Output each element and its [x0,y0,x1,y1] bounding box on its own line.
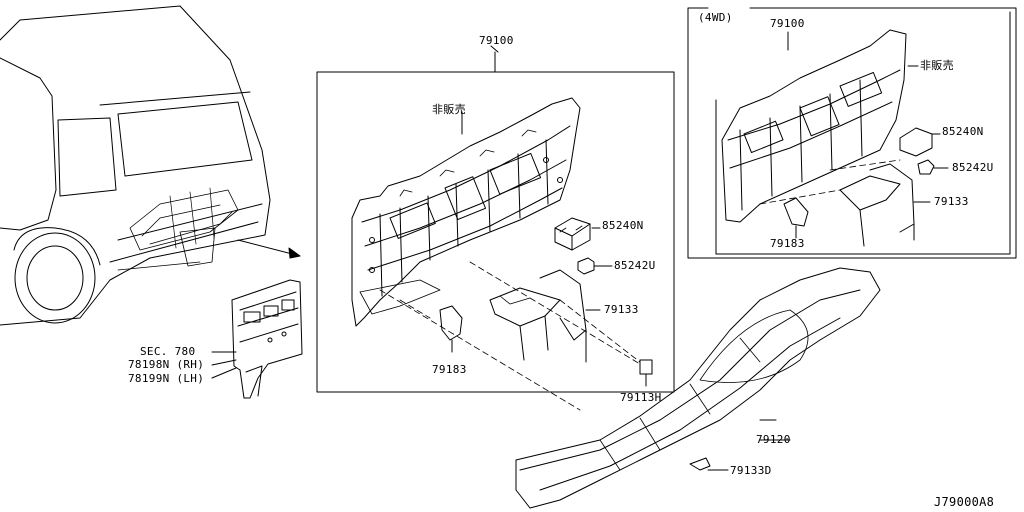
clip-85242u-4wd [917,159,949,175]
assembly-guide-lines-4wd [759,159,901,205]
callout-79113h: 79113H [620,391,662,404]
callout-85242u: 85242U [614,259,656,272]
callout-not-for-sale: 非販売 [432,103,466,116]
inset-4wd-frame [687,7,1017,259]
floor-panel-79120 [515,267,881,509]
callout-85242u-4wd: 85242U [952,161,994,174]
diagram-code: J79000A8 [934,495,995,509]
rear-panel-4wd [721,29,919,223]
bracket-85240n [554,217,601,251]
rear-panel-79100 [351,97,581,327]
callout-79133d: 79133D [730,464,772,477]
callout-85240n-4wd: 85240N [942,125,984,138]
callout-78198n-rh: 78198N (RH) [128,358,205,371]
callout-79100-4wd: 79100 [770,17,805,30]
clip-79113h [639,359,653,387]
main-detail-frame [316,45,675,393]
clip-85242u [577,257,613,275]
callout-79100: 79100 [479,34,514,47]
callout-79120: 79120 [756,433,791,446]
assembly-guide-lines [379,261,641,411]
inset-4wd-tag: (4WD) [698,11,733,24]
bracket-79133-4wd [839,163,931,247]
bracket-79183 [439,305,463,353]
callout-sec-780: SEC. 780 [140,345,196,358]
callout-79183-4wd: 79183 [770,237,805,250]
bracket-79133 [489,269,601,363]
sec-780-panel [211,279,303,399]
callout-79133: 79133 [604,303,639,316]
bracket-85240n-4wd [899,127,941,157]
callout-85240n: 85240N [602,219,644,232]
bracket-79183-4wd [783,197,809,239]
callout-78199n-lh: 78199N (LH) [128,372,205,385]
callout-79133-4wd: 79133 [934,195,969,208]
callout-79183: 79183 [432,363,467,376]
vehicle-rear-view [0,5,301,326]
callout-not-for-sale-4wd: 非販売 [920,59,954,72]
